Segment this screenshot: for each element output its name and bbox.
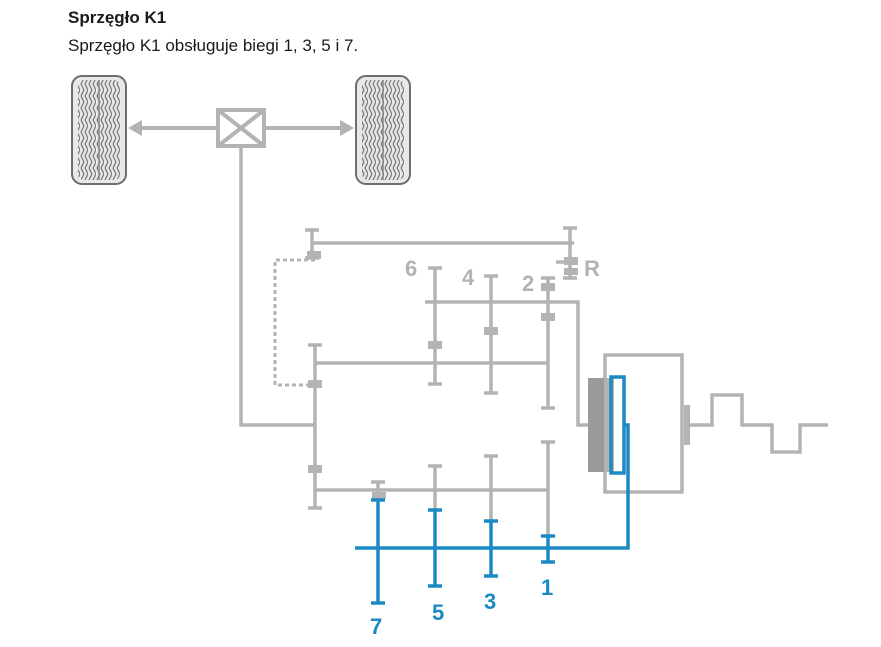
- left-wheel: [71, 75, 127, 185]
- active-drivetrain-k1: [355, 375, 630, 605]
- differential: [216, 108, 266, 148]
- page-subtitle: Sprzęgło K1 obsługuje biegi 1, 3, 5 i 7.: [68, 36, 359, 55]
- gear-label-7: 7: [370, 614, 382, 639]
- gear-label-5: 5: [432, 600, 444, 625]
- clutch-k1-pack: [604, 378, 614, 472]
- inactive-drivetrain: [239, 146, 828, 538]
- reverse-link: [273, 258, 315, 387]
- clutch-k2-disc: [588, 378, 606, 472]
- gear-label-r: R: [584, 256, 600, 281]
- right-wheel: [355, 75, 411, 185]
- gear-label-1: 1: [541, 575, 553, 600]
- gear-label-4: 4: [462, 265, 475, 290]
- gear-blocks: [307, 251, 690, 499]
- gear-label-6: 6: [405, 256, 417, 281]
- gear-label-3: 3: [484, 589, 496, 614]
- gear-label-2: 2: [522, 271, 534, 296]
- left-arrow-icon: [128, 120, 142, 136]
- right-arrow-icon: [340, 120, 354, 136]
- page-title: Sprzęgło K1: [68, 8, 167, 27]
